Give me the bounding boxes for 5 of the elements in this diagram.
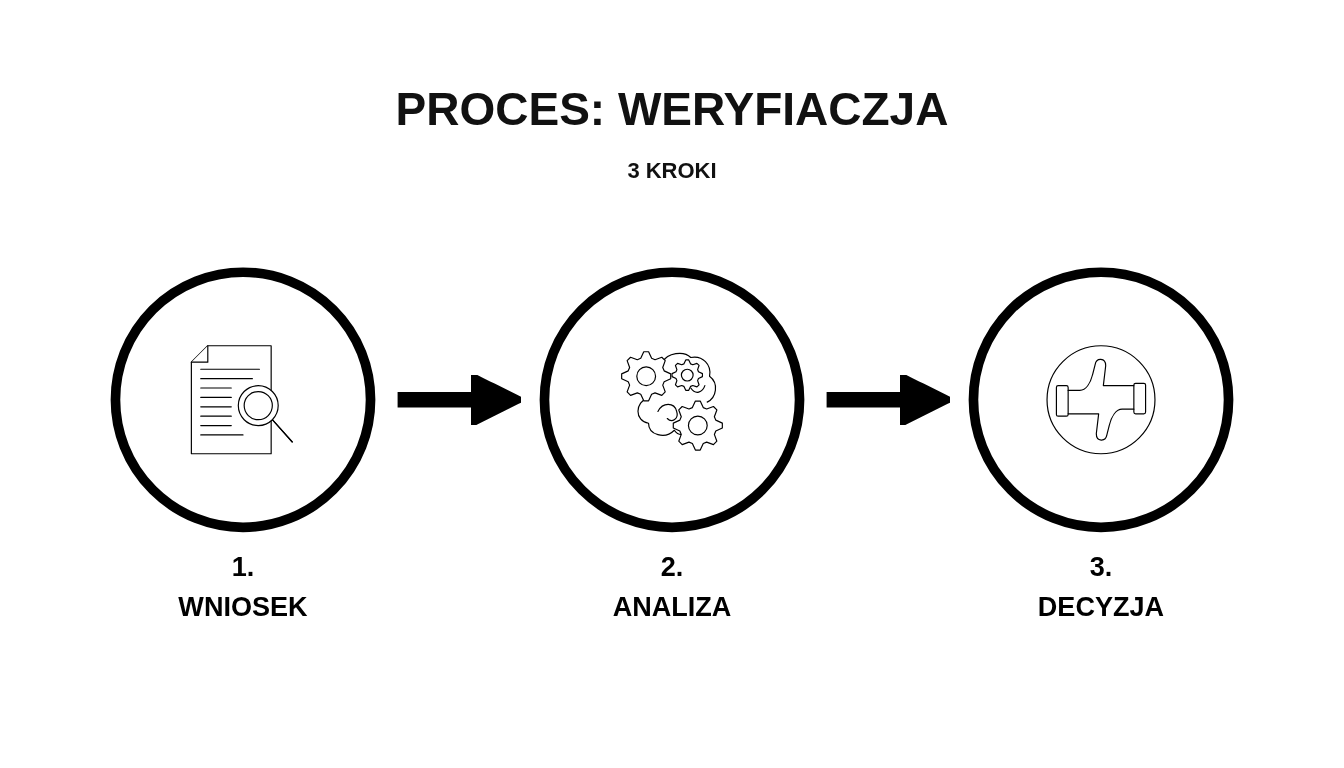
step-label: 1. WNIOSEK [178,550,308,622]
step-label: 2. ANALIZA [612,550,732,622]
title: PROCES: WERYFIACZJA [395,84,949,135]
step-label: 3. DECYZJA [1037,550,1165,622]
subtitle: 3 KROKI [627,158,717,184]
